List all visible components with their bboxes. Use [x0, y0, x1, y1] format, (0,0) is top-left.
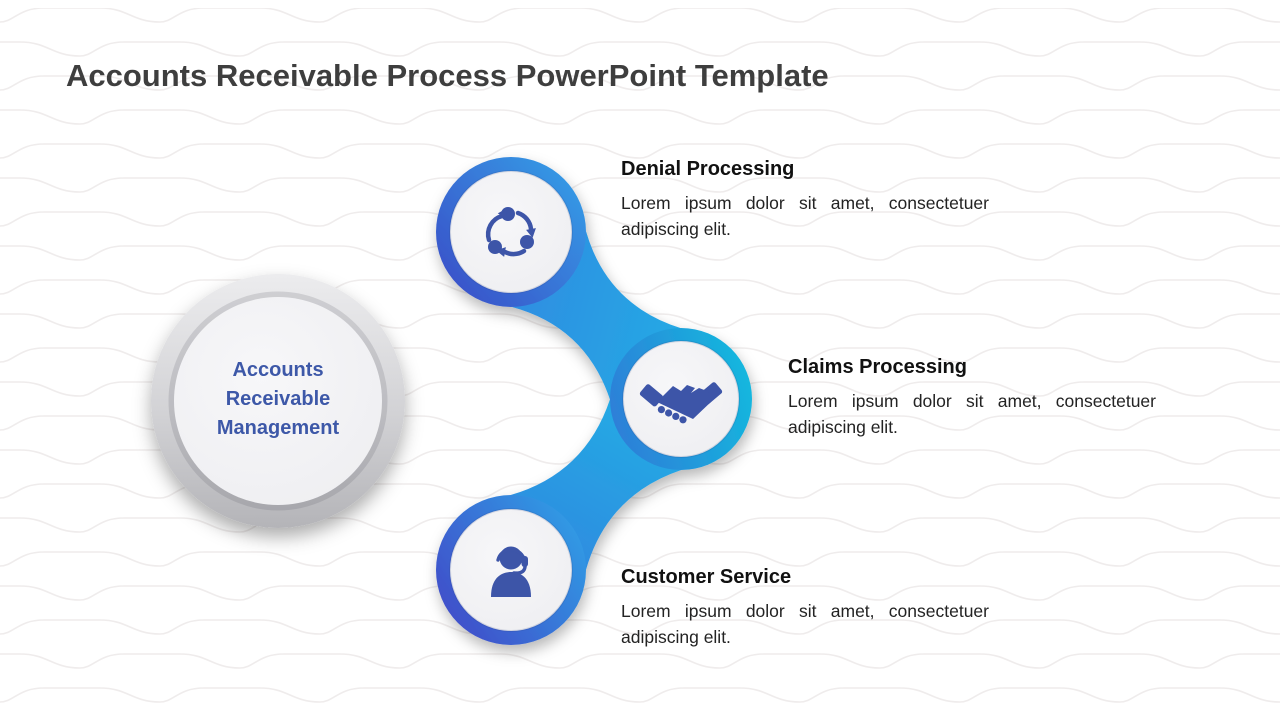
item-title: Claims Processing — [788, 356, 967, 378]
item-claims-processing: Claims Processing Lorem ipsum dolor sit … — [788, 356, 1156, 440]
item-denial-processing: Denial Processing Lorem ipsum dolor sit … — [621, 158, 989, 242]
item-description: Lorem ipsum dolor sit amet, consectetuer… — [621, 601, 989, 647]
item-description: Lorem ipsum dolor sit amet, consectetuer… — [788, 391, 1156, 437]
item-title: Customer Service — [621, 566, 792, 588]
hub-circle — [151, 274, 405, 528]
cycle-arrows-icon — [485, 207, 536, 257]
item-customer-service: Customer Service Lorem ipsum dolor sit a… — [621, 566, 989, 650]
handshake-icon — [639, 382, 723, 424]
slide-title: Accounts Receivable Process PowerPoint T… — [66, 58, 829, 93]
node-disc-customer — [449, 508, 573, 632]
item-description: Lorem ipsum dolor sit amet, consectetuer… — [621, 193, 989, 239]
node-disc-denial — [449, 170, 573, 294]
headset-agent-icon — [491, 546, 531, 597]
item-title: Denial Processing — [621, 158, 795, 180]
hub-label: Accounts Receivable Management — [216, 359, 340, 439]
